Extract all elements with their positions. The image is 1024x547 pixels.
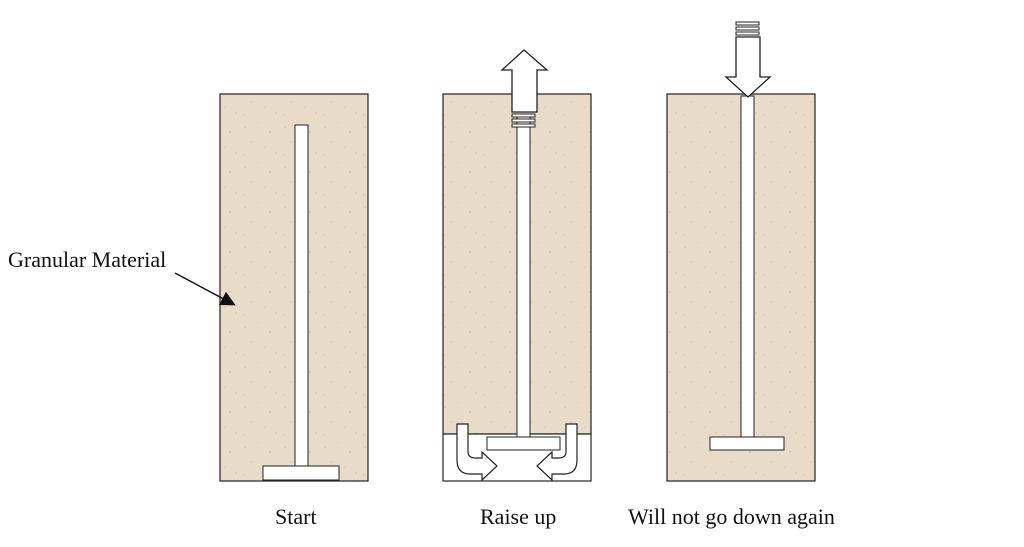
rod-ridge (511, 123, 536, 128)
rod-ridge (511, 118, 536, 123)
caption-down: Will not go down again (628, 504, 835, 529)
curved-arrow-icon (536, 423, 578, 482)
panel-raise (442, 49, 592, 482)
up-arrow-icon (500, 49, 549, 113)
pointer-arrow (174, 272, 236, 306)
panel-start (219, 93, 369, 482)
caption-raise: Raise up (480, 504, 557, 529)
rod-shaft (740, 95, 755, 440)
panel-down (666, 21, 816, 482)
curved-arrow-icon (456, 423, 498, 482)
down-arrow-icon (724, 36, 772, 98)
rod-shaft (516, 113, 531, 441)
rod-ridge (511, 113, 536, 118)
rod-ridge (735, 31, 760, 36)
rod-shaft (294, 124, 309, 469)
rod-plate (486, 436, 561, 451)
rod-plate (262, 465, 340, 481)
rod-ridge (735, 26, 760, 31)
sand-column (219, 93, 369, 482)
rod-ridge (735, 21, 760, 26)
rod-plate (709, 436, 785, 451)
material-label: Granular Material (8, 247, 167, 272)
caption-start: Start (275, 504, 317, 529)
